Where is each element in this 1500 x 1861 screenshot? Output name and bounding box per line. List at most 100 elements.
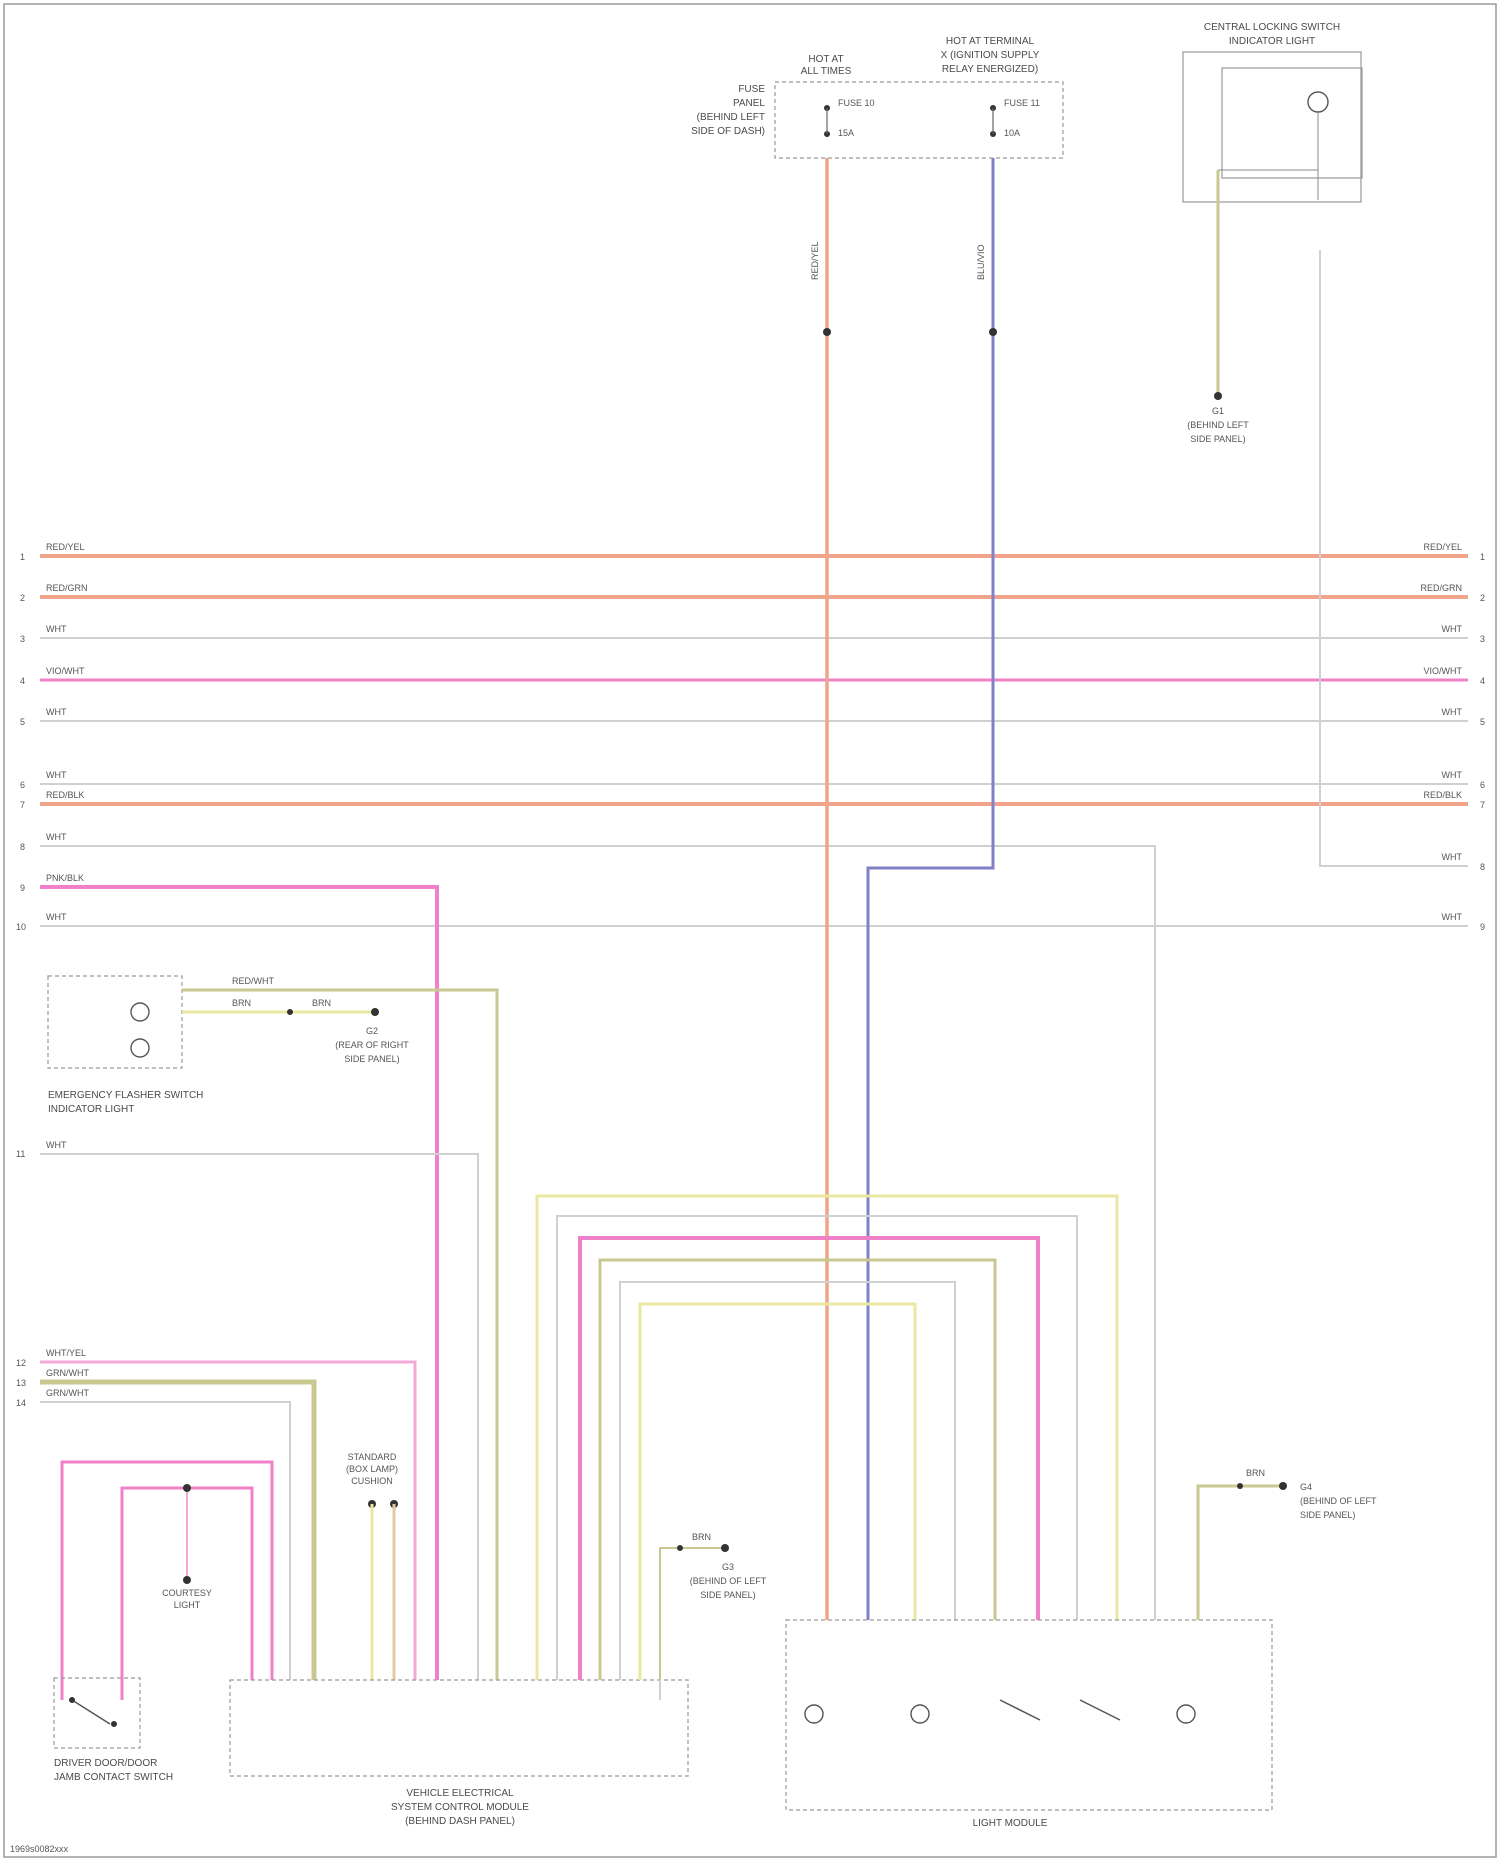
courtesy-node-top xyxy=(183,1484,191,1492)
bus-label-l6: WHT xyxy=(46,770,67,780)
light-module: LIGHT MODULE xyxy=(786,1620,1272,1829)
body-module-label-2: SYSTEM CONTROL MODULE xyxy=(391,1802,529,1813)
bus-num-9: 9 xyxy=(20,883,25,893)
bus-num-12: 12 xyxy=(16,1358,26,1368)
bus-num-13: 13 xyxy=(16,1378,26,1388)
bus-label-l3: WHT xyxy=(46,624,67,634)
bus-num-10: 10 xyxy=(16,922,26,932)
relay-label-3: RELAY ENERGIZED) xyxy=(942,64,1038,75)
bus-label-l2: RED/GRN xyxy=(46,583,88,593)
bus-label-l1: RED/YEL xyxy=(46,542,85,552)
fuse-10-out-label: RED/YEL xyxy=(810,241,820,280)
bus-num-3: 3 xyxy=(20,634,25,644)
central-locking-inner xyxy=(1222,68,1362,178)
body-ground-wire xyxy=(660,1548,725,1680)
ground-g1-line-2: (BEHIND LEFT xyxy=(1187,420,1249,430)
light-module-label: LIGHT MODULE xyxy=(973,1818,1048,1829)
bus-label-r7: RED/BLK xyxy=(1423,790,1462,800)
standard-label-1: STANDARD xyxy=(348,1452,397,1462)
standard-lights-group: STANDARD (BOX LAMP) CUSHION xyxy=(346,1452,398,1680)
light-module-switch-2-icon xyxy=(1080,1700,1120,1720)
central-locking-box xyxy=(1183,52,1361,202)
bus-label-l7: RED/BLK xyxy=(46,790,85,800)
bus-label-l5: WHT xyxy=(46,707,67,717)
ground-g1-line-3: SIDE PANEL) xyxy=(1190,434,1245,444)
ground-g3-line-2: (BEHIND OF LEFT xyxy=(690,1576,767,1586)
bus-label-r3: WHT xyxy=(1442,624,1463,634)
wire-12-label: WHT/YEL xyxy=(46,1348,86,1358)
wire-11-label: WHT xyxy=(46,1140,67,1150)
central-locking-label-1: CENTRAL LOCKING SWITCH xyxy=(1204,22,1340,33)
bus-label-r2: RED/GRN xyxy=(1420,583,1462,593)
bus-num-r1: 1 xyxy=(1480,552,1485,562)
flasher-label-1: EMERGENCY FLASHER SWITCH xyxy=(48,1090,203,1101)
wire-14-label: GRN/WHT xyxy=(46,1388,89,1398)
fuse-11-amps: 10A xyxy=(1004,128,1020,138)
central-locking-indicator: CENTRAL LOCKING SWITCH INDICATOR LIGHT G… xyxy=(1183,22,1362,444)
fuse-11-out-label: BLU/VIO xyxy=(976,244,986,280)
fuse-10-label: FUSE 10 xyxy=(838,98,875,108)
bus-label-r8: WHT xyxy=(1442,852,1463,862)
ground-g2-line-2: (REAR OF RIGHT xyxy=(335,1040,409,1050)
light-module-lamp-2-icon xyxy=(911,1705,929,1723)
bus-label-r6: WHT xyxy=(1442,770,1463,780)
light-ground-splice xyxy=(1237,1483,1243,1489)
flasher-ground-node xyxy=(371,1008,379,1016)
light-ground-wire-label: BRN xyxy=(1246,1468,1265,1478)
light-module-lamp-3-icon xyxy=(1177,1705,1195,1723)
ground-g4-line-2: (BEHIND OF LEFT xyxy=(1300,1496,1377,1506)
bus-label-r9: WHT xyxy=(1442,912,1463,922)
flasher-wire-1 xyxy=(182,990,497,1680)
ground-g1-line-1: G1 xyxy=(1212,406,1224,416)
fuse-11-splice xyxy=(989,328,997,336)
body-ground-splice xyxy=(677,1545,683,1551)
bus-numbers-right: 1 2 3 4 5 6 7 8 9 xyxy=(1480,552,1485,932)
bus-label-r1: RED/YEL xyxy=(1423,542,1462,552)
body-module-box xyxy=(230,1680,688,1776)
door-switch-group: COURTESY LIGHT DRIVER DOOR/DOOR JAMB CON… xyxy=(54,1462,272,1783)
body-module-label-3: (BEHIND DASH PANEL) xyxy=(405,1816,515,1827)
flasher-lamp-1-icon xyxy=(131,1003,149,1021)
courtesy-label-2: LIGHT xyxy=(174,1600,201,1610)
light-module-lamp-1-icon xyxy=(805,1705,823,1723)
bus-numbers-left: 1 2 3 4 5 6 7 8 9 10 11 12 13 14 xyxy=(16,552,26,1408)
standard-label-3: CUSHION xyxy=(351,1476,393,1486)
bus-num-8: 8 xyxy=(20,842,25,852)
fuse-11-label: FUSE 11 xyxy=(1004,98,1040,108)
fuse-panel-3: (BEHIND LEFT xyxy=(697,112,765,123)
ground-g4-line-3: SIDE PANEL) xyxy=(1300,1510,1355,1520)
ground-g3-line-1: G3 xyxy=(722,1562,734,1572)
relay-label-1: HOT AT TERMINAL xyxy=(946,36,1035,47)
bus-num-r2: 2 xyxy=(1480,593,1485,603)
light-ground-node xyxy=(1279,1482,1287,1490)
bus-num-r6: 6 xyxy=(1480,780,1485,790)
body-ground-node xyxy=(721,1544,729,1552)
bus-num-r4: 4 xyxy=(1480,676,1485,686)
bus-num-1: 1 xyxy=(20,552,25,562)
ground-g2-line-1: G2 xyxy=(366,1026,378,1036)
body-module-label-1: VEHICLE ELECTRICAL xyxy=(406,1788,514,1799)
bus-num-7: 7 xyxy=(20,800,25,810)
courtesy-label-1: COURTESY xyxy=(162,1588,212,1598)
bus-num-r7: 7 xyxy=(1480,800,1485,810)
fuse-relay-box: HOT AT ALL TIMES HOT AT TERMINAL X (IGNI… xyxy=(691,36,1063,158)
door-wire-pink xyxy=(62,1462,272,1700)
courtesy-node-bottom xyxy=(183,1576,191,1584)
light-ground-wire xyxy=(1198,1486,1283,1620)
central-locking-label-2: INDICATOR LIGHT xyxy=(1229,36,1315,47)
wire-11 xyxy=(40,1154,478,1680)
bus-label-l10: WHT xyxy=(46,912,67,922)
relay-label-2: X (IGNITION SUPPLY xyxy=(941,50,1040,61)
fuse-panel-4: SIDE OF DASH) xyxy=(691,126,765,137)
flasher-wire-label-2: BRN xyxy=(232,998,251,1008)
flasher-splice-node xyxy=(287,1009,293,1015)
bus-num-5: 5 xyxy=(20,717,25,727)
bus-num-4: 4 xyxy=(20,676,25,686)
fuse-11-output-wire xyxy=(868,158,993,1620)
bus-label-r4: VIO/WHT xyxy=(1424,666,1463,676)
hot-at-all-times-1: HOT AT xyxy=(808,54,843,65)
fuse-panel-2: PANEL xyxy=(733,98,765,109)
flasher-lamp-2-icon xyxy=(131,1039,149,1057)
